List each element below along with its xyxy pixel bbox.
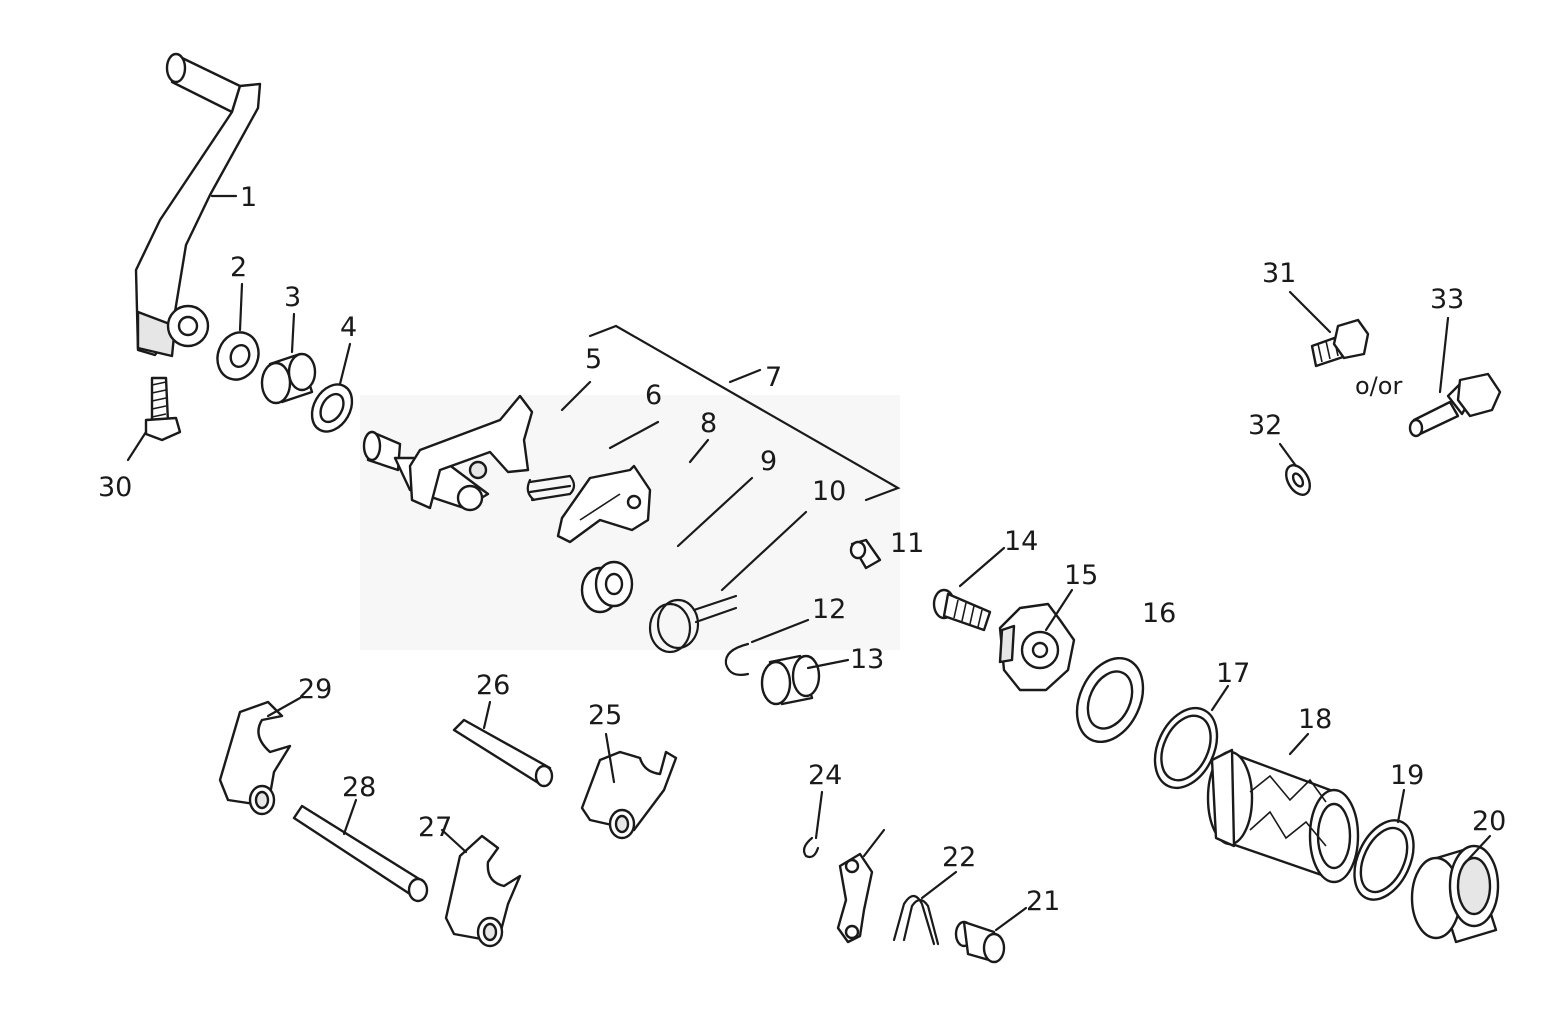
callout-24: 24 [808,760,842,791]
leader-5 [560,380,592,412]
callout-14: 14 [1004,526,1038,557]
part-24-clip [802,836,820,859]
leader-23 [862,828,886,858]
callout-31: 31 [1262,258,1296,289]
part-6-spring [526,474,576,502]
callout-15: 15 [1064,560,1098,591]
part-2-washer [216,331,260,381]
callout-6: 6 [645,380,662,411]
leader-2 [238,282,244,332]
leader-8 [688,438,710,464]
part-15-star-cam [998,602,1076,692]
leader-28 [342,798,358,836]
callout-32: 32 [1248,410,1282,441]
leader-14 [958,546,1006,588]
callout-19: 19 [1390,760,1424,791]
callout-16: 16 [1142,598,1176,629]
part-27-shift-fork [444,834,522,948]
leader-15 [1044,588,1074,632]
callout-30: 30 [98,472,132,503]
callout-5: 5 [585,344,602,375]
callout-22: 22 [942,842,976,873]
part-10-torsion-spring [648,594,738,654]
callout-7: 7 [765,362,782,393]
leader-10 [720,510,808,592]
part-20-needle-bearing [1410,844,1500,944]
leader-30 [126,430,148,462]
leader-27 [440,828,468,854]
part-18-shift-drum [1206,748,1360,884]
alternative-note: o/or [1355,372,1402,400]
part-26-shaft [452,718,554,788]
part-3-bushing [260,352,317,405]
callout-3: 3 [284,282,301,313]
leader-4 [338,342,352,386]
leader-20 [1462,834,1492,866]
part-11-pin [849,538,882,570]
callout-26: 26 [476,670,510,701]
part-19-ring [1353,819,1415,901]
part-33-stepped-bolt [1408,372,1502,438]
callout-labels: 1 2 3 4 5 6 7 8 9 10 11 12 13 14 15 16 1… [98,182,1506,917]
leader-21 [994,906,1028,932]
leader-9 [676,476,754,548]
callout-1: 1 [240,182,257,213]
callout-28: 28 [342,772,376,803]
callout-4: 4 [340,312,357,343]
callout-13: 13 [850,644,884,675]
part-12-circlip [724,642,750,676]
part-1-lever [134,52,262,358]
leader-26 [482,700,492,730]
part-32-washer [1285,464,1311,496]
part-5-shift-shaft [362,394,534,512]
leader-19 [1396,788,1406,824]
leader-32 [1278,442,1298,468]
callout-9: 9 [760,446,777,477]
callout-2: 2 [230,252,247,283]
part-4-seal [310,383,354,433]
callout-11: 11 [890,528,924,559]
callout-12: 12 [812,594,846,625]
part-14-bolt [932,588,992,632]
group-7-bracket [588,324,901,502]
part-17-ring [1153,706,1219,790]
leader-12 [750,618,810,644]
leader-6 [608,420,660,450]
callout-8: 8 [700,408,717,439]
part-13-bush [760,654,821,706]
leader-13 [806,658,850,670]
part-29-shift-fork [218,700,292,816]
callout-33: 33 [1430,284,1464,315]
part-28-shaft [292,804,429,903]
leader-22 [920,870,958,900]
leader-25 [604,732,616,784]
part-16-bearing [1075,656,1145,744]
part-22-spring [892,894,940,946]
leader-24 [814,790,824,840]
leader-3 [290,312,296,354]
callout-27: 27 [418,812,452,843]
leader-18 [1288,732,1310,756]
callout-25: 25 [588,700,622,731]
leader-29 [266,696,302,718]
part-30-bolt [144,376,182,442]
leader-17 [1210,684,1230,712]
leader-31 [1288,290,1332,334]
callout-10: 10 [812,476,846,507]
callout-29: 29 [298,674,332,705]
leader-lines [126,194,1492,932]
part-9-roller [580,560,634,614]
part-31-bolt [1310,318,1370,368]
part-21-pin [954,920,1006,964]
part-25-shift-fork [580,750,678,840]
part-23-stopper-arm [836,852,874,944]
part-8-pawl-plate [556,464,652,544]
callout-17: 17 [1216,658,1250,689]
callout-21: 21 [1026,886,1060,917]
leader-7 [728,368,762,384]
leader-33 [1438,316,1450,394]
callout-20: 20 [1472,806,1506,837]
callout-18: 18 [1298,704,1332,735]
